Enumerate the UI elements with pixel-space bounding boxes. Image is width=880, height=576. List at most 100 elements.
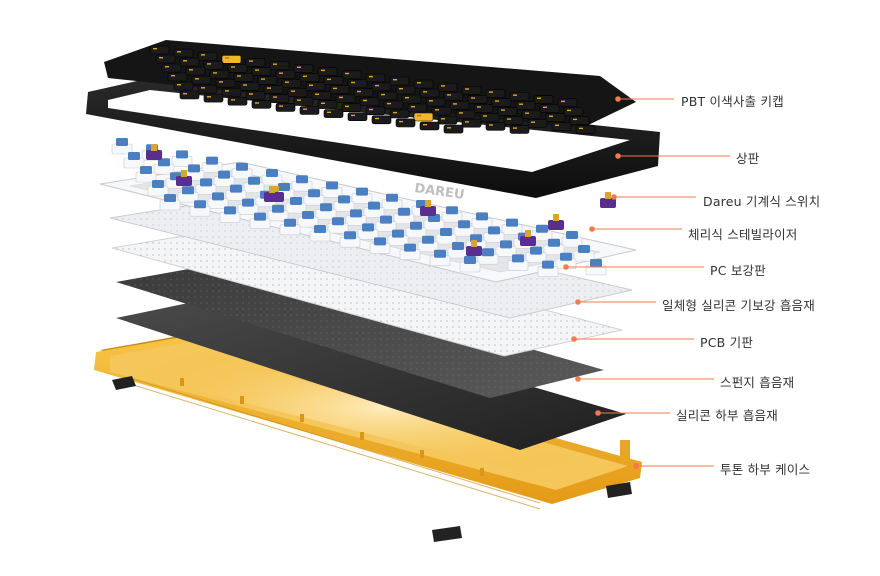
silicone-bottom-damper [116, 296, 626, 450]
label-switches: Dareu 기계식 스위치 [703, 194, 821, 209]
keycap [341, 70, 362, 80]
mechanical-switch [279, 218, 301, 236]
mechanical-switch [393, 207, 415, 225]
callout-line [563, 264, 704, 270]
keycap [191, 75, 212, 85]
mechanical-switch [321, 181, 343, 198]
stabilizer [520, 230, 536, 246]
keycap [299, 106, 320, 115]
stabilizer [466, 240, 482, 256]
keycap [251, 67, 272, 76]
keycap [479, 113, 500, 122]
mechanical-switch [357, 223, 379, 240]
keycap [173, 48, 194, 58]
stabilizer [420, 200, 436, 216]
keycap [311, 91, 332, 100]
keycap [347, 112, 368, 121]
mechanical-switch [123, 152, 145, 169]
mechanical-switch [399, 243, 421, 260]
keycap [371, 82, 392, 92]
accent-keycap [221, 54, 242, 64]
mechanical-switch [327, 217, 349, 234]
mechanical-switch [159, 194, 181, 211]
mechanical-switch [537, 260, 559, 277]
keycap [431, 106, 452, 116]
mechanical-switch [135, 166, 157, 183]
keycap [317, 67, 338, 76]
keycap [509, 125, 530, 134]
keycap [461, 86, 482, 95]
keycap [521, 110, 542, 119]
keycap [275, 70, 296, 79]
keycap [461, 118, 482, 128]
mechanical-switch [573, 245, 595, 262]
mechanical-switch [501, 218, 523, 235]
mechanical-switch [429, 249, 451, 267]
callout-line [615, 96, 674, 102]
keycap [251, 100, 272, 109]
keycap [449, 100, 470, 110]
callout-line [589, 226, 682, 232]
stabilizer [176, 170, 192, 186]
keycap [383, 100, 404, 110]
keycap [203, 60, 224, 70]
callout-line [575, 299, 656, 305]
keycap [371, 115, 392, 125]
mechanical-switch [177, 186, 199, 203]
callout-line [615, 153, 730, 159]
keycap [305, 82, 326, 91]
mechanical-switch [309, 225, 331, 242]
keycap [515, 101, 536, 110]
keycap [437, 115, 458, 125]
callout-line [595, 410, 670, 416]
keycap [215, 78, 236, 88]
mechanical-switch [507, 254, 529, 271]
label-pc-plate: PC 보강판 [710, 263, 766, 278]
stabilizer [146, 144, 162, 160]
keycap [179, 90, 200, 100]
frame-brand-text: DAREU [413, 181, 465, 203]
keycap [323, 76, 344, 85]
keycap [473, 104, 494, 113]
keycap [155, 54, 176, 64]
mechanical-switch [453, 220, 475, 237]
keycap [287, 88, 308, 97]
switch-layer [111, 138, 616, 277]
keycap [359, 97, 380, 107]
keycap [245, 91, 266, 100]
keycap [173, 81, 194, 91]
keycap [503, 116, 524, 125]
mechanical-switch [351, 187, 373, 204]
keycap [197, 84, 218, 94]
keycap [317, 100, 338, 109]
sponge-foam [116, 262, 604, 398]
mechanical-switch [381, 193, 403, 211]
bottom-case [94, 334, 642, 542]
callout-line [611, 194, 696, 200]
keycap [275, 103, 296, 112]
keycap [491, 98, 512, 107]
mechanical-switch [435, 228, 457, 245]
mechanical-switch [561, 231, 583, 248]
mechanical-switch [249, 212, 271, 229]
keycap [353, 88, 374, 98]
mechanical-switch [375, 215, 397, 232]
keycap [365, 73, 386, 83]
label-silicone-damper: 일체형 실리콘 기보강 흡음재 [662, 298, 815, 313]
keycap [539, 104, 560, 113]
callout-line [633, 463, 714, 469]
keycap [509, 92, 530, 101]
keycap [545, 113, 566, 122]
callout-lines [563, 96, 730, 469]
mechanical-switch [267, 204, 289, 222]
mechanical-switch [111, 138, 133, 155]
keycap [419, 88, 440, 98]
mechanical-switch [543, 238, 565, 256]
keycap [197, 51, 218, 61]
mechanical-switch [405, 221, 427, 239]
keycap [575, 125, 596, 134]
mechanical-switch [555, 252, 577, 270]
mechanical-switch [477, 248, 499, 265]
keycap [209, 69, 230, 79]
